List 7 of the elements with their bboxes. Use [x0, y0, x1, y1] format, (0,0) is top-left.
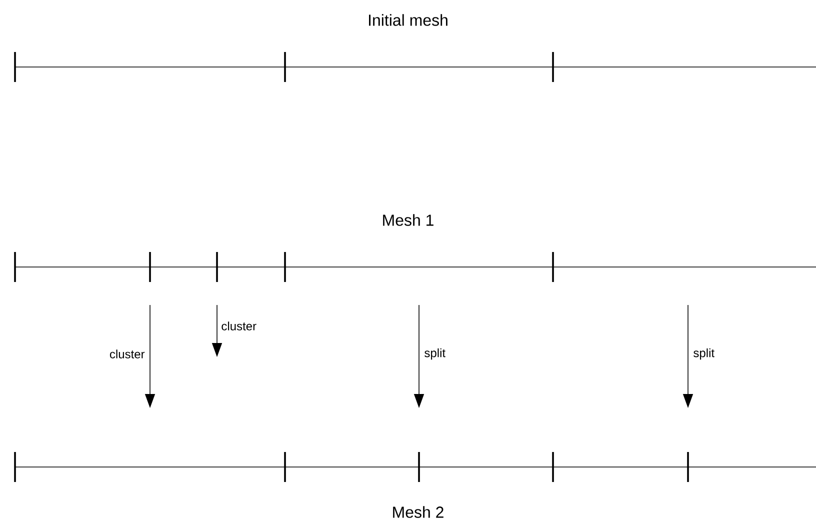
label: cluster [110, 350, 145, 358]
label: Initial mesh [369, 14, 448, 26]
label: cluster [222, 322, 256, 330]
label: Mesh 1 [383, 214, 434, 226]
label: split [694, 348, 714, 360]
label: split [424, 348, 446, 360]
label: Mesh 2 [393, 506, 444, 518]
